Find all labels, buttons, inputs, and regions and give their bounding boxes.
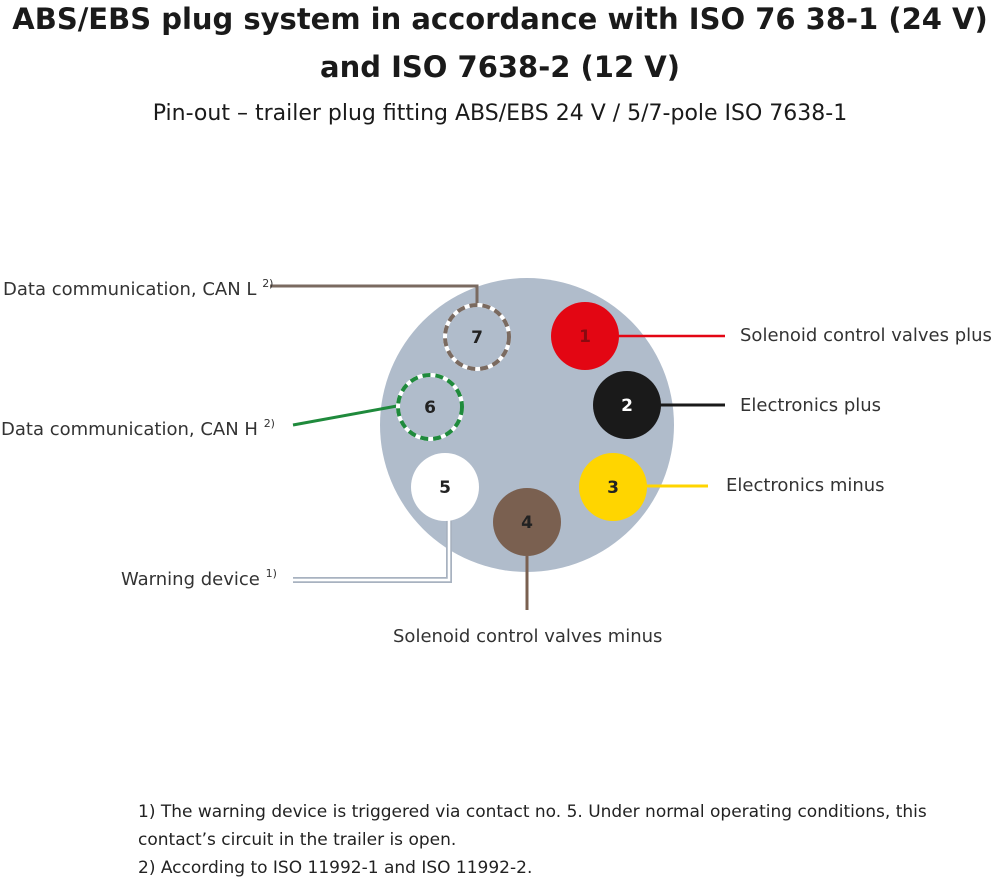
label-pin-3: Electronics minus <box>726 475 885 496</box>
title-line-2: and ISO 7638-2 (12 V) <box>320 50 680 84</box>
footnote-1: 1) The warning device is triggered via c… <box>138 802 927 850</box>
title-line-1: ABS/EBS plug system in accordance with I… <box>12 2 988 36</box>
label-pin-4: Solenoid control valves minus <box>393 626 663 647</box>
footnote-2: 2) According to ISO 11992-1 and ISO 1199… <box>138 858 533 878</box>
line-pin-7 <box>270 284 479 304</box>
pin-5-number: 5 <box>439 478 451 498</box>
pin-2-number: 2 <box>621 396 633 416</box>
pin-2 <box>593 371 661 439</box>
pin-5 <box>411 453 479 521</box>
line-pin-5-inner <box>293 520 451 582</box>
pin-3-number: 3 <box>607 478 619 498</box>
label-pin-7: Data communication, CAN L 2) <box>3 277 274 300</box>
pin-7-number: 7 <box>471 328 483 348</box>
pin-1-number: 1 <box>579 327 591 347</box>
label-pin-2: Electronics plus <box>740 395 882 416</box>
pin-4-number: 4 <box>521 513 533 533</box>
pin-4 <box>493 488 561 556</box>
label-pin-5: Warning device 1) <box>121 567 277 590</box>
pin-3 <box>579 453 647 521</box>
pin-6-number: 6 <box>424 398 436 418</box>
line-pin-6 <box>292 404 398 427</box>
label-pin-1: Solenoid control valves plus <box>740 325 992 346</box>
label-pin-6: Data communication, CAN H 2) <box>1 417 275 440</box>
pin-1 <box>551 302 619 370</box>
subtitle: Pin-out – trailer plug fitting ABS/EBS 2… <box>152 101 848 126</box>
